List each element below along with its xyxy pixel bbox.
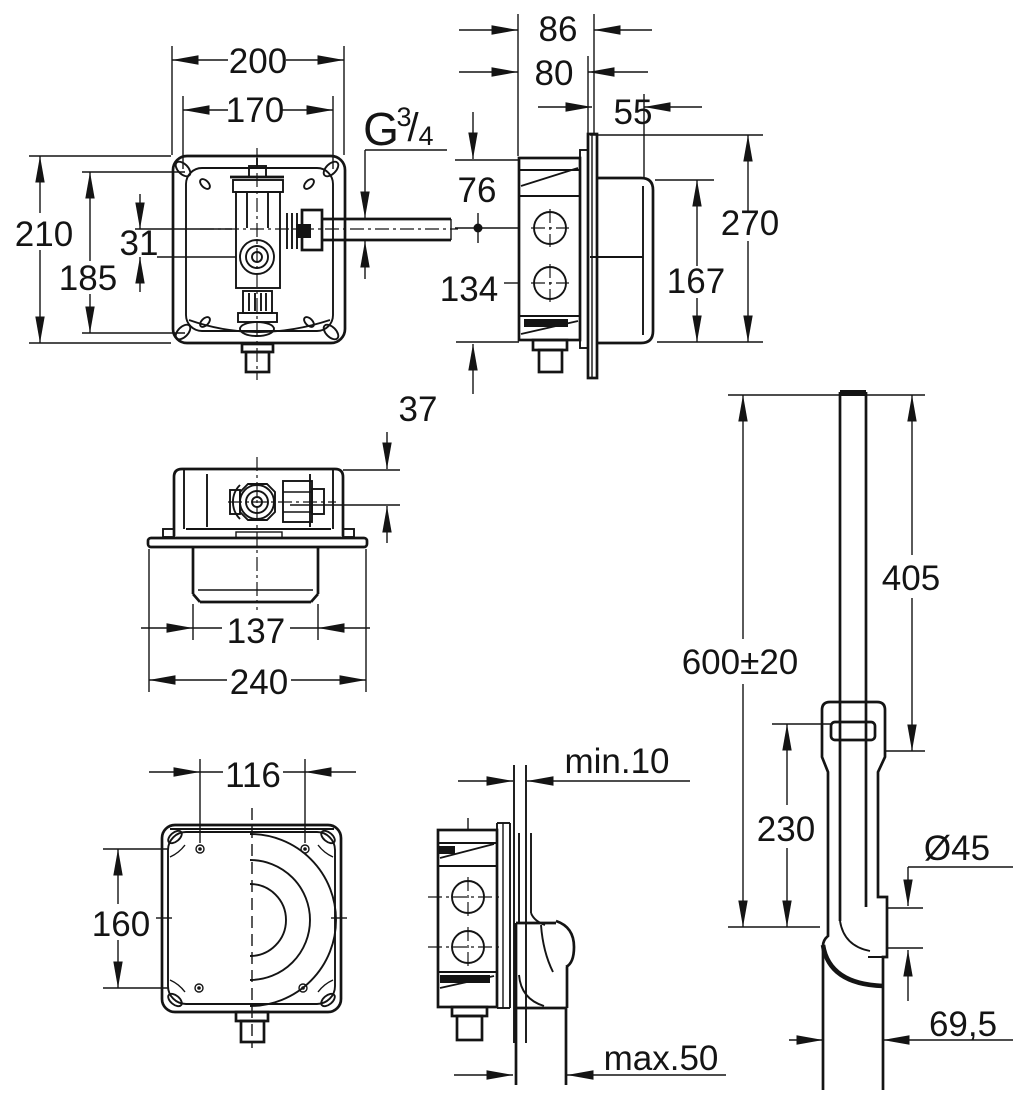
connector-nut: [829, 720, 877, 742]
dim-box-width: 137: [227, 612, 285, 651]
dim-valve-protrusion: 37: [399, 390, 438, 429]
thread-letter: G: [363, 103, 399, 155]
thread-denominator: 4: [418, 121, 433, 151]
dim-pipe-diameter: Ø45: [924, 829, 990, 868]
thread-slash: /: [407, 106, 419, 150]
dim-total-depth: 86: [539, 10, 578, 49]
dim-install-height: 600±20: [682, 643, 799, 682]
mount-hole-icon: [167, 829, 183, 845]
dim-pipe-length: 405: [882, 559, 940, 598]
mount-hole-icon: [322, 323, 340, 341]
mount-hole-icon: [167, 992, 183, 1008]
dim-outlet-offset: 31: [120, 224, 159, 263]
dim-outer-width: 200: [229, 42, 287, 81]
view-box-front: 200 170 210 185 31 G 3 / 4: [15, 42, 458, 380]
dim-plaster-max: max.50: [604, 1039, 719, 1078]
dim-plaster-min: min.10: [564, 742, 669, 781]
dim-hole-spacing-width: 170: [226, 91, 284, 130]
elbow-bend: [820, 944, 884, 989]
dim-screw-spacing-width: 116: [225, 756, 281, 795]
mount-hole-icon: [322, 160, 340, 178]
cover-dome-arc: [249, 833, 337, 1007]
view-box-side: 86 80 55 76 134 270 167: [440, 10, 779, 394]
dim-outer-height: 210: [15, 215, 73, 254]
view-finished-front: 116 160: [92, 756, 356, 1048]
cover-box: [597, 176, 655, 345]
dim-elbow-offset: 69,5: [929, 1005, 997, 1044]
thread-numerator: 3: [396, 102, 411, 132]
mount-hole-icon: [320, 992, 336, 1008]
dim-cover-height: 167: [667, 262, 725, 301]
dim-lower-section: 230: [757, 810, 815, 849]
dim-top-to-inlet: 76: [458, 171, 497, 210]
mount-hole-icon: [174, 323, 192, 341]
dim-hole-spacing-height: 185: [59, 259, 117, 298]
view-flush-pipe: 405 600±20 230 Ø45 69,5: [682, 390, 1013, 1090]
dim-flange-width: 240: [230, 663, 288, 702]
mount-hole-icon: [320, 829, 336, 845]
dim-inlet-to-bottom: 134: [440, 270, 498, 309]
view-finished-side: min.10 max.50: [428, 742, 726, 1085]
dim-box-depth: 80: [535, 54, 574, 93]
view-box-top: 37 137 240: [141, 390, 437, 702]
dim-total-height: 270: [721, 204, 779, 243]
dim-cover-depth: 55: [614, 93, 653, 132]
dim-screw-spacing-height: 160: [92, 905, 150, 944]
